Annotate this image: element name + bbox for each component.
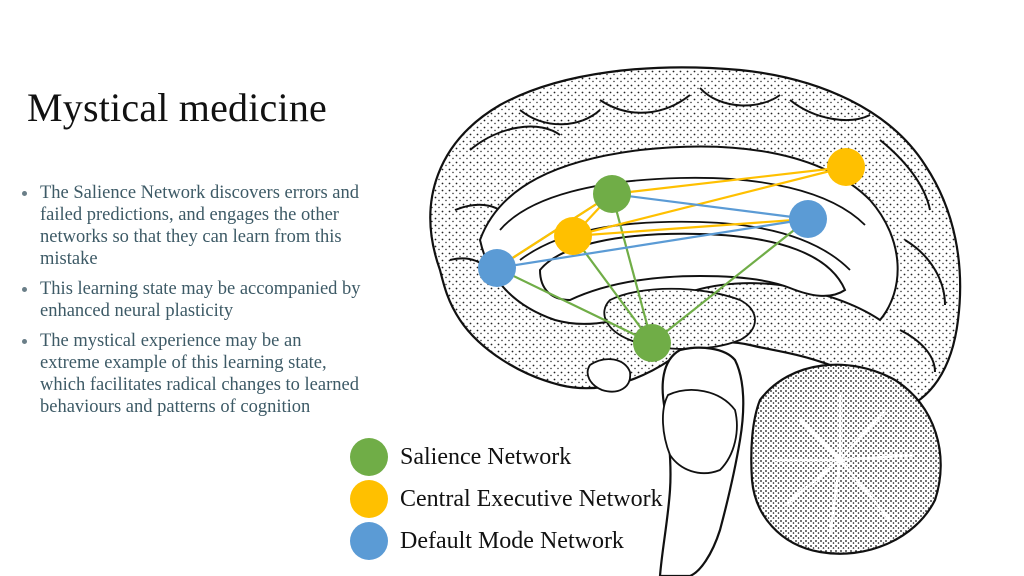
brain-folds	[449, 87, 946, 373]
legend-item-central-executive: Central Executive Network	[350, 478, 663, 520]
bullet-text: The mystical experience may be an extrem…	[40, 331, 359, 417]
legend-item-salience: Salience Network	[350, 436, 663, 478]
default-mode-node	[478, 249, 516, 287]
legend-label: Central Executive Network	[400, 485, 663, 512]
default-mode-node	[789, 200, 827, 238]
pituitary	[586, 358, 631, 393]
slide-title: Mystical medicine	[27, 85, 327, 130]
salience-swatch-icon	[350, 438, 388, 476]
bullet-icon	[22, 191, 27, 196]
bullet-text: The Salience Network discovers errors an…	[40, 183, 360, 269]
central-executive-link	[496, 193, 613, 269]
bullet-icon	[22, 339, 27, 344]
central-executive-link	[572, 165, 847, 238]
central-executive-link	[572, 217, 809, 238]
central-executive-node	[827, 148, 865, 186]
salience-node	[633, 324, 671, 362]
bullet-item: The mystical experience may be an extrem…	[20, 330, 365, 418]
legend-label: Default Mode Network	[400, 527, 624, 554]
central-executive-link	[611, 165, 847, 196]
bullet-list: The Salience Network discovers errors an…	[20, 182, 365, 426]
central-executive-node	[554, 217, 592, 255]
network-nodes	[478, 148, 865, 362]
bullet-item: This learning state may be accompanied b…	[20, 278, 365, 322]
default-mode-link	[611, 192, 809, 221]
legend-item-default-mode: Default Mode Network	[350, 520, 663, 562]
default-mode-link	[496, 217, 809, 270]
default-mode-swatch-icon	[350, 522, 388, 560]
bullet-icon	[22, 287, 27, 292]
salience-node	[593, 175, 631, 213]
pons	[662, 389, 738, 475]
bullet-text: This learning state may be accompanied b…	[40, 279, 361, 321]
network-connections	[496, 165, 847, 344]
salience-link	[610, 193, 654, 344]
legend-label: Salience Network	[400, 443, 572, 470]
salience-link	[496, 267, 653, 344]
cerebellum-folia	[775, 395, 916, 536]
bullet-item: The Salience Network discovers errors an…	[20, 182, 365, 270]
salience-link	[651, 218, 809, 344]
central-executive-swatch-icon	[350, 480, 388, 518]
legend: Salience Network Central Executive Netwo…	[350, 436, 663, 562]
